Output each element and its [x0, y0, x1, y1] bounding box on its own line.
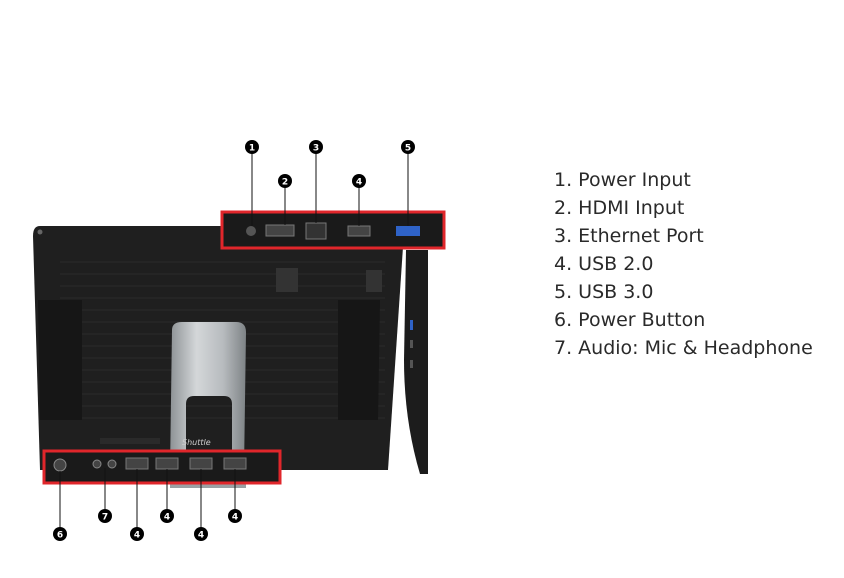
usb2-port-bottom-1 [125, 457, 149, 470]
stand [170, 322, 246, 470]
power-input-port [246, 226, 256, 236]
legend-item-power-input: 1. Power Input [554, 169, 691, 191]
legend-item-usb2: 4. USB 2.0 [554, 253, 654, 275]
callout-top-3: 3 [309, 140, 323, 154]
ethernet-port [305, 222, 327, 240]
side-profile [404, 250, 428, 474]
status-led [37, 229, 43, 235]
legend-item-power-button: 6. Power Button [554, 309, 706, 331]
svg-text:6: 6 [57, 531, 63, 541]
svg-text:1: 1 [249, 144, 255, 154]
legend-item-usb3: 5. USB 3.0 [554, 281, 654, 303]
svg-text:4: 4 [356, 178, 362, 188]
callout-top-5: 5 [401, 140, 415, 154]
leader-lines [59, 152, 409, 528]
svg-text:5: 5 [405, 144, 411, 154]
svg-text:4: 4 [232, 513, 238, 523]
callout-top-2: 2 [278, 174, 292, 188]
usb2-port-top [347, 225, 371, 237]
callout-bottom-4d: 4 [228, 509, 242, 523]
callout-top-1: 1 [245, 140, 259, 154]
usb3-port-top [396, 226, 420, 236]
svg-text:7: 7 [102, 513, 108, 523]
callout-bottom-4a: 4 [130, 527, 144, 541]
legend-item-hdmi-input: 2. HDMI Input [554, 197, 685, 219]
port-legend: 1. Power Input 2. HDMI Input 3. Ethernet… [554, 166, 813, 362]
svg-text:2: 2 [282, 178, 288, 188]
top-highlight-box [220, 210, 446, 250]
callout-bottom-4b: 4 [160, 509, 174, 523]
side-usb3-port [410, 320, 413, 330]
side-port [410, 340, 413, 348]
hdmi-port [265, 224, 295, 237]
brand-logo: Shuttle [182, 438, 211, 447]
callout-bottom-4c: 4 [194, 527, 208, 541]
svg-text:4: 4 [198, 531, 204, 541]
pc-rear-diagram: Shuttle 1 2 3 4 5 6 7 4 4 4 4 [33, 140, 446, 541]
callout-bottom-7: 7 [98, 509, 112, 523]
power-button [53, 458, 67, 472]
vent-grille-right [366, 270, 382, 292]
side-panel-right [338, 300, 380, 420]
usb2-port-bottom-3 [189, 457, 213, 470]
svg-text:3: 3 [313, 144, 319, 154]
usb2-port-bottom-4 [223, 457, 247, 470]
legend-item-audio: 7. Audio: Mic & Headphone [554, 337, 813, 359]
usb2-port-bottom-2 [155, 457, 179, 470]
callout-bottom-6: 6 [53, 527, 67, 541]
callout-top-4: 4 [352, 174, 366, 188]
small-port-strip [100, 438, 160, 444]
vent-grille [276, 268, 298, 292]
audio-jack-mic [92, 459, 102, 469]
audio-jack-headphone [107, 459, 117, 469]
legend-item-ethernet-port: 3. Ethernet Port [554, 225, 704, 247]
bottom-highlight-box [42, 449, 282, 485]
svg-text:4: 4 [164, 513, 170, 523]
side-port-2 [410, 360, 413, 368]
side-panel-left [38, 300, 82, 420]
svg-text:4: 4 [134, 531, 140, 541]
